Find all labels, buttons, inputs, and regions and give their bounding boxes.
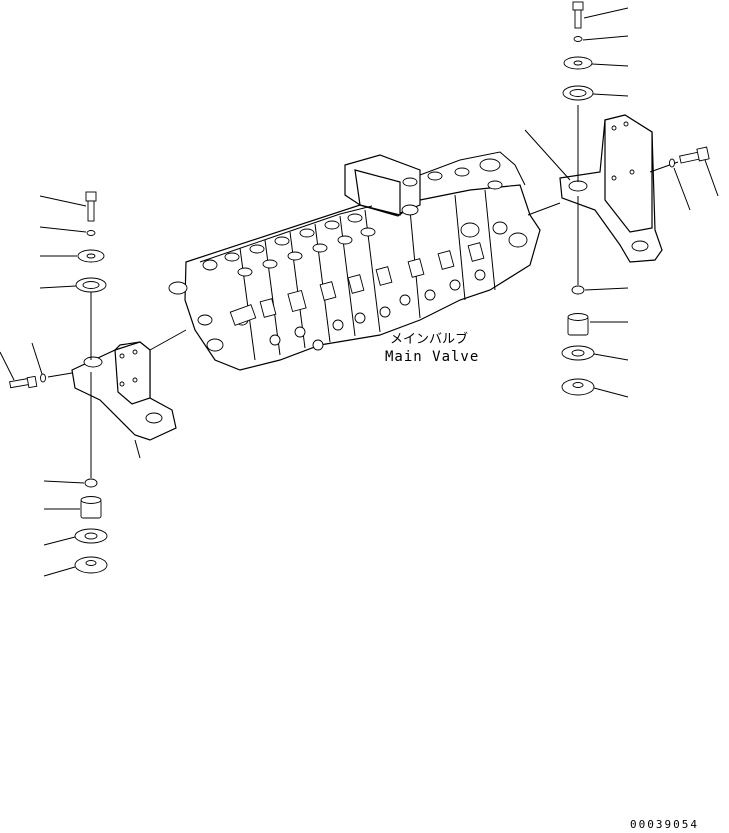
main-valve-label-en: Main Valve	[385, 349, 479, 365]
left-bracket-assembly	[9, 191, 187, 574]
main-valve-assembly	[168, 151, 541, 371]
right-leader-lines	[524, 7, 719, 398]
drawing-code: 00039054	[630, 818, 699, 831]
right-bracket-assembly	[527, 1, 710, 396]
main-valve-label-jp: メインバルブ	[390, 331, 468, 347]
left-leader-lines	[0, 195, 141, 577]
